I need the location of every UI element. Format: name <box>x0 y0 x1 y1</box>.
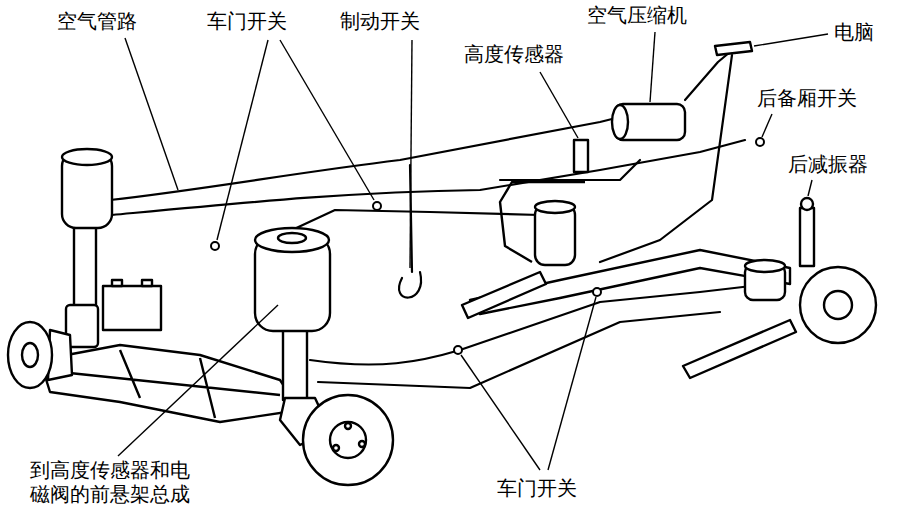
air-pipe <box>318 312 720 388</box>
height-sensor <box>574 140 588 172</box>
rear-damper <box>800 208 814 266</box>
part-label: 到高度传感器和电磁阀的前悬架总成 <box>28 458 204 506</box>
part-label: 电脑 <box>832 20 876 44</box>
part-label: 空气压缩机 <box>585 3 689 27</box>
door-switch <box>211 242 219 250</box>
front-strut-rod <box>283 328 307 400</box>
damper-eye <box>801 198 813 210</box>
leader-line <box>217 40 268 240</box>
battery-terminal <box>142 280 152 286</box>
part-label: 车门开关 <box>495 476 579 500</box>
trunk-switch <box>756 138 764 146</box>
spring-top <box>278 233 306 243</box>
part-label: 后减振器 <box>786 152 870 176</box>
door-switch <box>373 202 381 210</box>
wheel-stud <box>345 423 351 429</box>
spring-cap <box>745 260 785 272</box>
ecu-box <box>715 42 752 55</box>
leader-line <box>410 40 412 268</box>
disc-hub <box>330 422 366 458</box>
part-label: 空气管路 <box>55 9 139 33</box>
leader-line <box>808 180 812 196</box>
battery <box>103 286 161 330</box>
leader-line <box>280 40 374 200</box>
disc-hub <box>824 291 852 319</box>
rear-disc <box>800 267 876 343</box>
air-pipe <box>600 55 732 262</box>
spring-cap <box>62 149 112 165</box>
wheel-stud <box>359 441 365 447</box>
air-pipe <box>112 140 745 215</box>
leader-line <box>540 72 578 138</box>
leader-line <box>548 297 596 470</box>
battery-terminal <box>112 280 122 286</box>
leader-line <box>754 34 828 46</box>
wheel-stud <box>333 445 339 451</box>
front-disc <box>8 322 52 388</box>
front-disc <box>303 395 393 485</box>
disc-hub <box>22 343 38 367</box>
door-switch <box>593 288 601 296</box>
trailing-arm <box>462 272 546 318</box>
part-label: 车门开关 <box>205 9 289 33</box>
leader-line <box>461 355 540 470</box>
leader-line <box>650 32 655 102</box>
leader-line <box>125 38 178 190</box>
spring-cap <box>255 228 329 252</box>
part-label: 后备厢开关 <box>755 86 859 110</box>
front-subframe <box>40 345 300 422</box>
part-label: 高度传感器 <box>462 42 566 66</box>
part-label: 制动开关 <box>338 9 422 33</box>
spring-cap <box>535 201 575 213</box>
air-pipe <box>110 112 640 200</box>
brake-switch-loop <box>399 272 421 298</box>
trailing-arm <box>683 320 796 378</box>
door-switch <box>454 346 462 354</box>
air-pipe <box>685 52 730 100</box>
leader-line <box>118 305 278 456</box>
air-pipe <box>500 160 640 180</box>
leader-line <box>762 114 772 137</box>
compressor-end <box>612 105 628 139</box>
front-strut-rod <box>74 225 96 307</box>
